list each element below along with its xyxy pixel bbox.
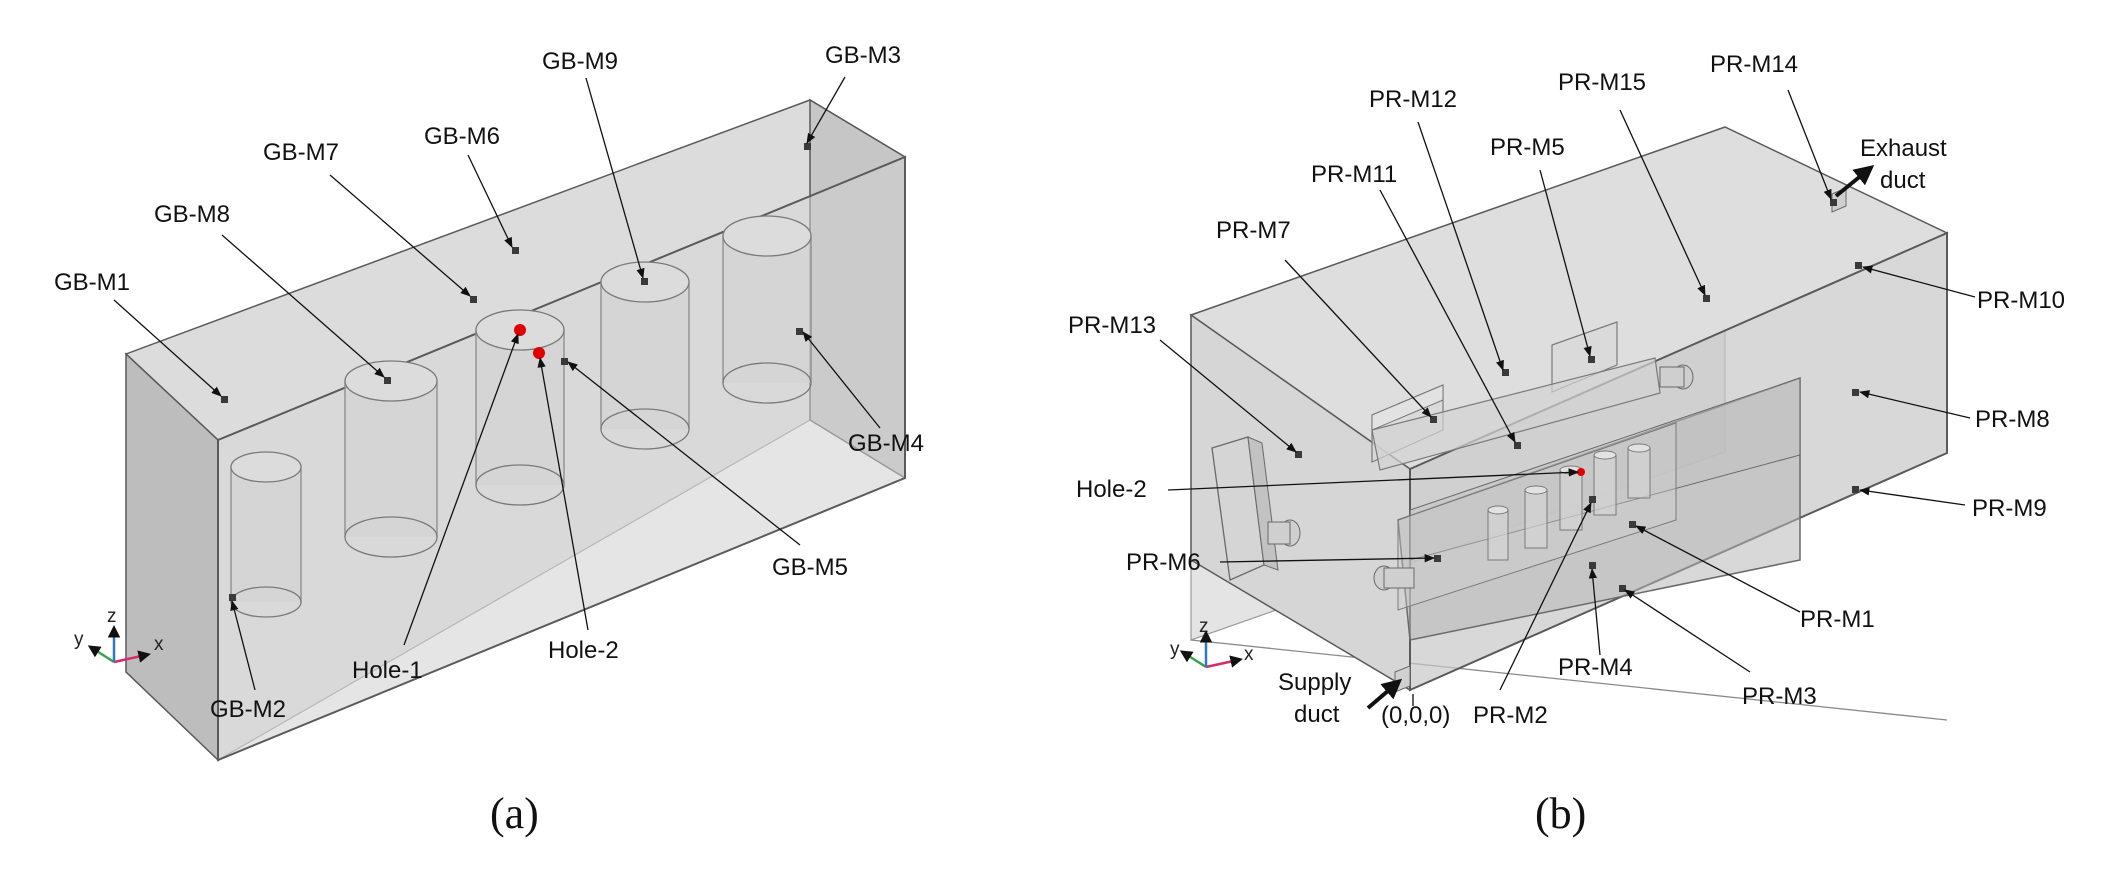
label-pr-m10: PR-M10	[1977, 287, 2065, 314]
label-exhaust-line2: duct	[1880, 167, 1926, 194]
label-pr-m3: PR-M3	[1742, 683, 1817, 710]
label-pr-m11: PR-M11	[1311, 161, 1397, 188]
probe-gb-m8	[384, 377, 391, 384]
label-pr-m9: PR-M9	[1972, 495, 2047, 522]
probe-gb-m6	[512, 247, 519, 254]
probe-pr-m13	[1295, 451, 1302, 458]
probe-pr-m2	[1589, 496, 1596, 503]
axis-y-label: y	[74, 629, 84, 650]
label-pr-m12: PR-M12	[1369, 86, 1457, 113]
probe-pr-m7	[1430, 416, 1437, 423]
cylinder-3	[475, 309, 565, 506]
caption-a: (a)	[490, 789, 539, 838]
label-gb-m9: GB-M9	[542, 48, 618, 75]
label-pr-m1: PR-M1	[1800, 606, 1875, 633]
cylinder-5	[722, 215, 812, 404]
hole-1-marker	[514, 324, 526, 336]
probe-pr-m10	[1855, 262, 1862, 269]
probe-pr-m8	[1852, 389, 1859, 396]
label-gb-m2: GB-M2	[210, 696, 286, 723]
panel-a: GB-M1 GB-M2 GB-M3 GB-M4 GB-M5 GB-M6 GB-M…	[54, 42, 924, 838]
hole-2-marker-b	[1577, 468, 1585, 476]
probe-pr-m12	[1502, 369, 1509, 376]
probe-pr-m14	[1830, 199, 1837, 206]
label-gb-m4: GB-M4	[848, 430, 924, 457]
caption-b: (b)	[1535, 789, 1586, 838]
label-gb-m8: GB-M8	[154, 201, 230, 228]
probe-pr-m6	[1434, 555, 1441, 562]
panel-a-leaders	[113, 76, 881, 691]
axis-y-label-b: y	[1170, 639, 1180, 660]
probe-gb-m9	[641, 278, 648, 285]
label-supply-line1: Supply	[1278, 669, 1351, 696]
hood-duct	[1371, 357, 1661, 471]
axis-z-label-b: z	[1199, 616, 1209, 637]
label-hole-2-b: Hole-2	[1076, 476, 1147, 503]
cylinder-1	[230, 451, 302, 618]
axis-x-label: x	[154, 634, 164, 655]
probe-gb-m7	[470, 296, 477, 303]
cylinder-4	[600, 261, 690, 450]
label-pr-m2: PR-M2	[1473, 702, 1548, 729]
axis-x-label-b: x	[1244, 644, 1254, 665]
label-hole-2: Hole-2	[548, 637, 619, 664]
label-gb-m7: GB-M7	[263, 139, 339, 166]
panel-b-leaders	[1159, 89, 1976, 710]
label-pr-m14: PR-M14	[1710, 51, 1798, 78]
probe-pr-m1	[1629, 521, 1636, 528]
cylinder-2	[344, 360, 438, 558]
probe-pr-m4	[1589, 562, 1596, 569]
axis-triad-b: x y z	[1170, 616, 1254, 669]
label-pr-m7: PR-M7	[1216, 217, 1291, 244]
probe-pr-m9	[1852, 486, 1859, 493]
probe-pr-m5	[1588, 356, 1595, 363]
probe-gb-m5	[561, 358, 568, 365]
probe-pr-m11	[1514, 442, 1521, 449]
label-pr-m13: PR-M13	[1068, 312, 1156, 339]
axis-triad-a: x y z	[74, 606, 164, 664]
label-gb-m6: GB-M6	[424, 123, 500, 150]
label-gb-m3: GB-M3	[825, 42, 901, 69]
probe-gb-m2	[229, 594, 236, 601]
label-gb-m1: GB-M1	[54, 269, 130, 296]
probe-gb-m1	[221, 396, 228, 403]
probe-pr-m15	[1703, 295, 1710, 302]
hole-2-marker	[533, 347, 545, 359]
label-supply-line2: duct	[1294, 701, 1340, 728]
small-cylinders	[1487, 443, 1651, 561]
probe-pr-m3	[1619, 585, 1626, 592]
probe-gb-m4	[796, 328, 803, 335]
label-hole-1: Hole-1	[352, 657, 423, 684]
label-origin: (0,0,0)	[1381, 702, 1450, 729]
probe-gb-m3	[804, 143, 811, 150]
label-gb-m5: GB-M5	[772, 554, 848, 581]
side-pipes	[1267, 364, 1694, 591]
label-exhaust-line1: Exhaust	[1860, 135, 1947, 162]
axis-z-label: z	[107, 606, 117, 627]
panel-b: PR-M1 PR-M2 PR-M3 PR-M4 PR-M5 PR-M6 PR-M…	[1068, 51, 2065, 838]
label-pr-m15: PR-M15	[1558, 69, 1646, 96]
label-pr-m5: PR-M5	[1490, 134, 1565, 161]
label-pr-m8: PR-M8	[1975, 406, 2050, 433]
label-pr-m4: PR-M4	[1558, 654, 1633, 681]
label-pr-m6: PR-M6	[1126, 549, 1201, 576]
